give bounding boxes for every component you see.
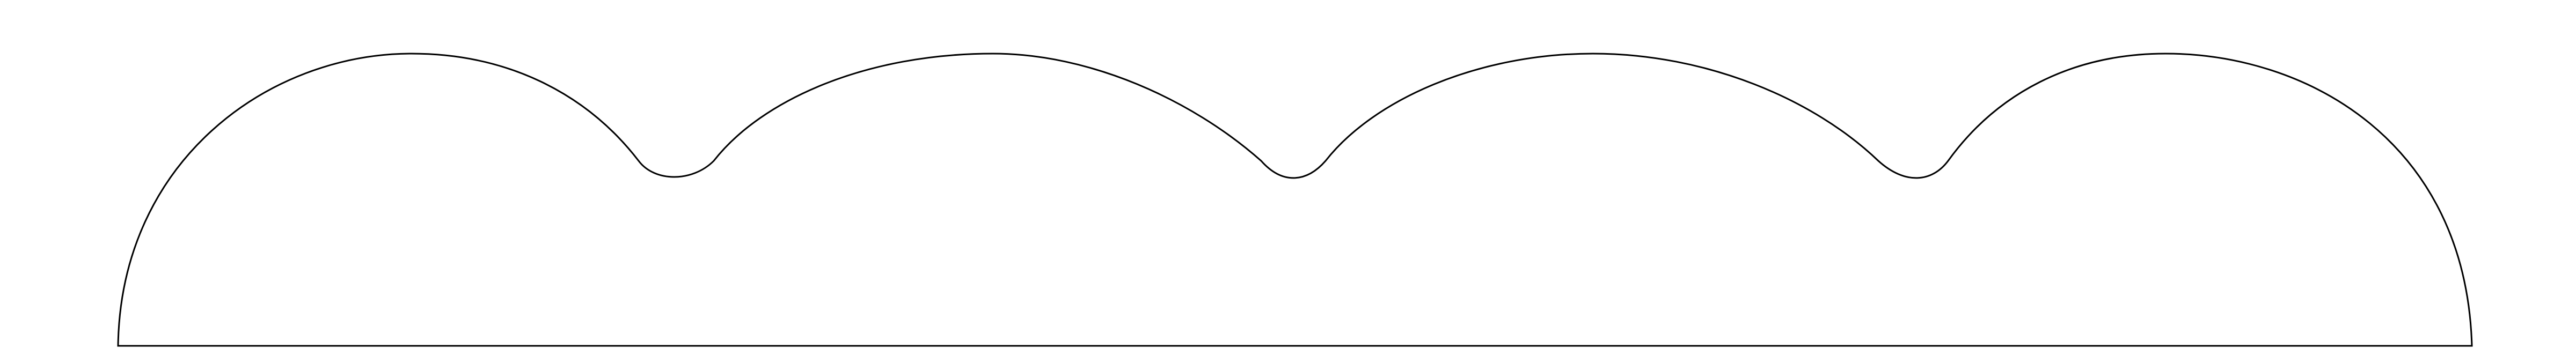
scalloped-arch-outline xyxy=(117,53,2473,347)
